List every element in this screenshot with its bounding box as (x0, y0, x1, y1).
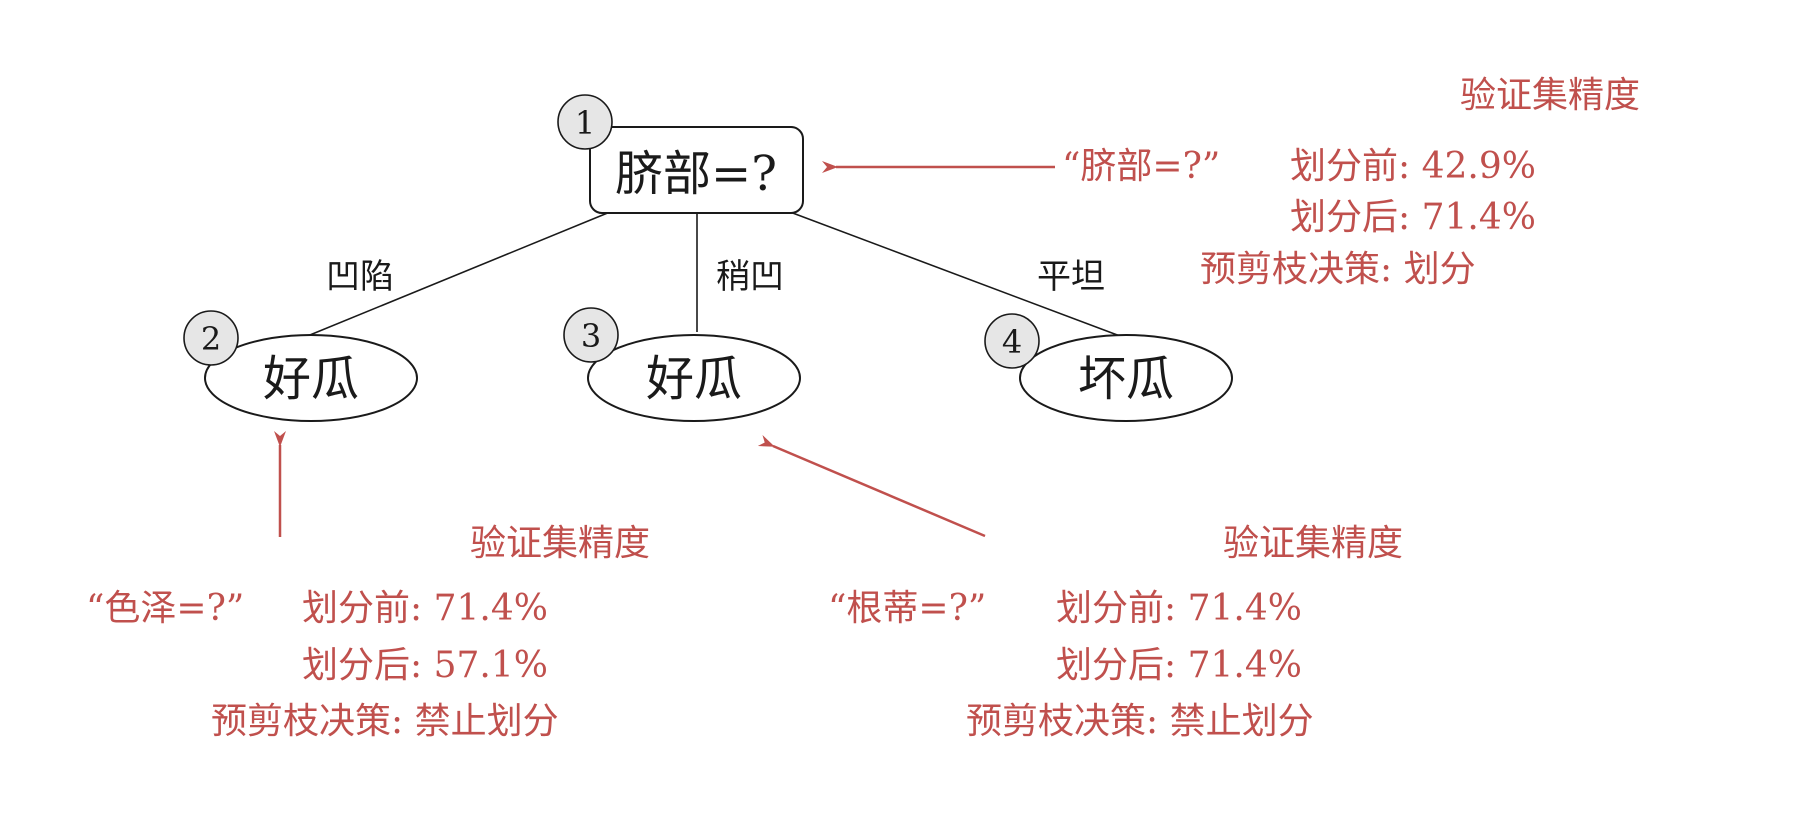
node-number-2: 2 (183, 310, 239, 366)
annotation-middle-after: 划分后: 71.4% (1056, 645, 1302, 686)
annotation-root-after: 划分后: 71.4% (1290, 197, 1536, 238)
annotation-middle-decision: 预剪枝决策: 禁止划分 (966, 701, 1314, 742)
annotation-middle-before: 划分前: 71.4% (1056, 588, 1302, 629)
annotation-left-decision: 预剪枝决策: 禁止划分 (211, 701, 559, 742)
edge-label-flat: 平坦 (1037, 257, 1105, 297)
annotation-middle-split-attr: “根蒂=?” (828, 588, 986, 629)
node-number-1-label: 1 (575, 104, 595, 142)
annotation-root-before: 划分前: 42.9% (1290, 146, 1536, 187)
root-node-label: 脐部=? (615, 146, 777, 202)
edge-label-slightly-concave: 稍凹 (716, 257, 784, 297)
leaf-node-4-label: 坏瓜 (1078, 351, 1174, 407)
annotation-middle: 验证集精度 “根蒂=?” 划分前: 71.4% 划分后: 71.4% 预剪枝决策… (828, 523, 1403, 742)
annotation-root-split-attr: “脐部=?” (1062, 146, 1220, 187)
annotation-middle-header: 验证集精度 (1223, 523, 1403, 564)
edge-root-to-node4 (789, 211, 1121, 337)
leaf-node-3-label: 好瓜 (646, 351, 742, 407)
annotation-left-split-attr: “色泽=?” (86, 588, 244, 629)
annotation-root-header: 验证集精度 (1460, 75, 1640, 116)
node-number-1: 1 (557, 94, 613, 150)
annotation-left-after: 划分后: 57.1% (302, 645, 548, 686)
node-number-4-label: 4 (1002, 323, 1022, 361)
leaf-node-4: 坏瓜 (1019, 334, 1233, 422)
node-number-4: 4 (984, 313, 1040, 369)
annotation-left-header: 验证集精度 (470, 523, 650, 564)
edge-label-concave: 凹陷 (326, 257, 394, 297)
annotation-root: 验证集精度 “脐部=?” 划分前: 42.9% 划分后: 71.4% 预剪枝决策… (1062, 75, 1640, 290)
arrow-middle-annotation (757, 435, 986, 538)
annotation-root-decision: 预剪枝决策: 划分 (1200, 249, 1476, 290)
annotation-left: 验证集精度 “色泽=?” 划分前: 71.4% 划分后: 57.1% 预剪枝决策… (86, 523, 650, 742)
node-number-3-label: 3 (581, 317, 601, 355)
leaf-node-2-label: 好瓜 (263, 351, 359, 407)
root-node: 脐部=? (589, 126, 804, 214)
edge-root-to-node2 (304, 211, 611, 338)
annotation-left-before: 划分前: 71.4% (302, 588, 548, 629)
leaf-node-2: 好瓜 (204, 334, 418, 422)
leaf-node-3: 好瓜 (587, 334, 801, 422)
node-number-2-label: 2 (201, 320, 221, 358)
node-number-3: 3 (563, 307, 619, 363)
